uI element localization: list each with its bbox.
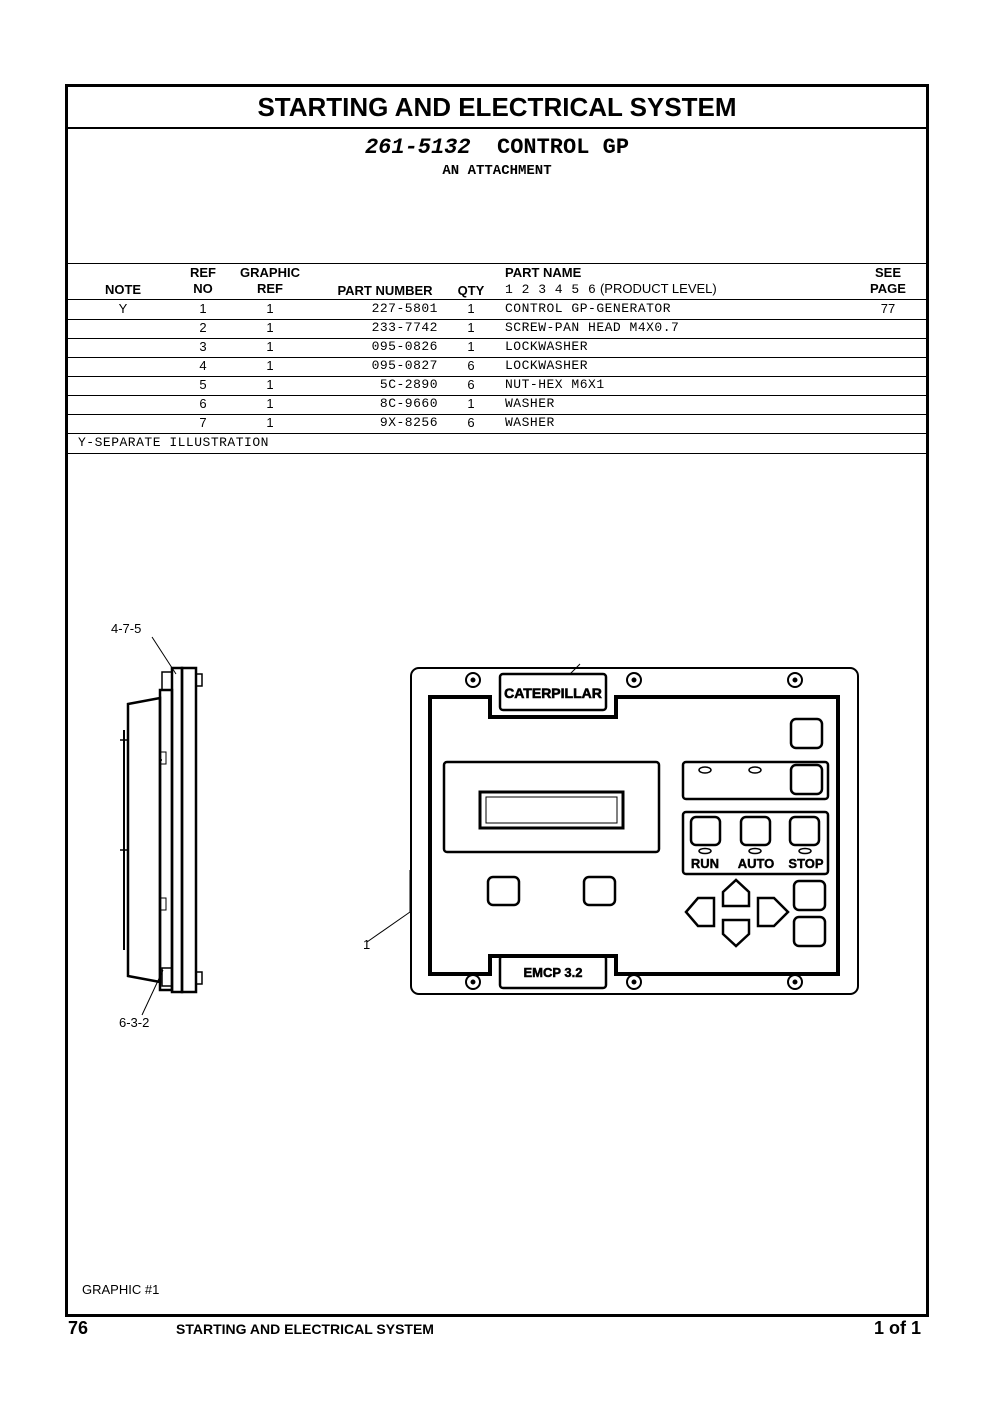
footer-page-number: 76 xyxy=(68,1318,89,1338)
side-view-drawing xyxy=(120,636,203,1016)
table-row: 7 1 9X-8256 6 WASHER xyxy=(68,414,926,434)
cell-part-number: 5C-2890 xyxy=(379,377,438,392)
page-frame: STARTING AND ELECTRICAL SYSTEM 261-5132 … xyxy=(65,84,929,1317)
col-part-name: PART NAME xyxy=(505,265,582,280)
cell-part-number: 095-0826 xyxy=(371,339,438,354)
col-note: NOTE xyxy=(104,282,142,297)
title-bar: STARTING AND ELECTRICAL SYSTEM xyxy=(68,87,926,129)
cell-ref-no: 3 xyxy=(199,339,207,354)
cell-graphic-ref: 1 xyxy=(266,415,274,430)
table-row: 6 1 8C-9660 1 WASHER xyxy=(68,395,926,415)
cell-ref-no: 7 xyxy=(199,415,207,430)
callout-main: 1 xyxy=(363,937,370,952)
cell-qty: 1 xyxy=(467,320,475,335)
auto-button-label: AUTO xyxy=(738,856,775,871)
cell-note: Y xyxy=(118,301,128,316)
cell-qty: 1 xyxy=(467,301,475,316)
product-level-digits: 1 2 3 4 5 6 xyxy=(505,282,597,297)
page-title: STARTING AND ELECTRICAL SYSTEM xyxy=(257,92,737,122)
cell-graphic-ref: 1 xyxy=(266,396,274,411)
attachment-subtitle: AN ATTACHMENT xyxy=(442,163,552,179)
part-group-name: CONTROL GP xyxy=(497,135,630,160)
stop-button-label: STOP xyxy=(788,856,823,871)
table-row: 2 1 233-7742 1 SCREW-PAN HEAD M4X0.7 xyxy=(68,319,926,339)
table-top-rule xyxy=(68,263,926,264)
col-qty: QTY xyxy=(457,283,485,298)
cell-part-number: 095-0827 xyxy=(371,358,438,373)
footer-page-of: 1 of 1 xyxy=(874,1318,922,1338)
col-product-level: 1 2 3 4 5 6 (PRODUCT LEVEL) xyxy=(505,281,717,297)
cell-ref-no: 6 xyxy=(199,396,207,411)
cell-part-name: NUT-HEX M6X1 xyxy=(505,377,605,392)
cell-part-name: SCREW-PAN HEAD M4X0.7 xyxy=(505,320,680,335)
cell-part-name: CONTROL GP-GENERATOR xyxy=(505,301,672,316)
cell-qty: 6 xyxy=(467,377,475,392)
model-label-text: EMCP 3.2 xyxy=(523,965,582,980)
cell-graphic-ref: 1 xyxy=(266,339,274,354)
cell-ref-no: 1 xyxy=(199,301,207,316)
col-see-line2: PAGE xyxy=(870,281,906,296)
cell-part-number: 8C-9660 xyxy=(379,396,438,411)
footnote-row: Y-SEPARATE ILLUSTRATION xyxy=(68,434,926,454)
cell-qty: 6 xyxy=(467,358,475,373)
footnote-text: Y-SEPARATE ILLUSTRATION xyxy=(78,435,269,450)
run-button-label: RUN xyxy=(691,856,719,871)
table-row: Y 1 1 227-5801 1 CONTROL GP-GENERATOR 77 xyxy=(68,300,926,320)
col-see-line1: SEE xyxy=(874,265,901,280)
cell-graphic-ref: 1 xyxy=(266,358,274,373)
cell-graphic-ref: 1 xyxy=(266,301,274,316)
cell-part-name: WASHER xyxy=(505,415,555,430)
col-ref-line1: REF xyxy=(190,265,216,280)
cell-part-number: 233-7742 xyxy=(371,320,438,335)
table-row: 4 1 095-0827 6 LOCKWASHER xyxy=(68,357,926,377)
cell-see-page: 77 xyxy=(880,301,896,316)
cell-ref-no: 5 xyxy=(199,377,207,392)
part-group-number: 261-5132 xyxy=(364,135,471,160)
cell-part-number: 9X-8256 xyxy=(379,415,438,430)
callout-top: 4-7-5 xyxy=(111,621,141,636)
part-group-heading: 261-5132 CONTROL GP xyxy=(68,135,926,160)
table-row: 5 1 5C-2890 6 NUT-HEX M6X1 xyxy=(68,376,926,396)
cell-part-name: LOCKWASHER xyxy=(505,358,589,373)
col-part-number: PART NUMBER xyxy=(337,283,433,298)
col-graphic-line2: REF xyxy=(257,281,283,296)
cell-ref-no: 4 xyxy=(199,358,207,373)
product-level-label: (PRODUCT LEVEL) xyxy=(599,281,717,296)
cell-qty: 6 xyxy=(467,415,475,430)
cell-graphic-ref: 1 xyxy=(266,377,274,392)
header-rule xyxy=(68,299,926,300)
cell-part-name: LOCKWASHER xyxy=(505,339,589,354)
front-view-drawing xyxy=(366,663,859,995)
cell-qty: 1 xyxy=(467,396,475,411)
callout-bottom: 6-3-2 xyxy=(119,1015,149,1030)
cell-part-name: WASHER xyxy=(505,396,555,411)
table-row: 3 1 095-0826 1 LOCKWASHER xyxy=(68,338,926,358)
brand-logo-text: CATERPILLAR xyxy=(504,685,602,701)
cell-ref-no: 2 xyxy=(199,320,207,335)
footer-section: STARTING AND ELECTRICAL SYSTEM xyxy=(176,1321,434,1337)
graphic-label: GRAPHIC #1 xyxy=(82,1282,160,1297)
cell-qty: 1 xyxy=(467,339,475,354)
cell-part-number: 227-5801 xyxy=(371,301,438,316)
cell-graphic-ref: 1 xyxy=(266,320,274,335)
col-graphic-line1: GRAPHIC xyxy=(240,265,300,280)
col-ref-line2: NO xyxy=(193,281,213,296)
